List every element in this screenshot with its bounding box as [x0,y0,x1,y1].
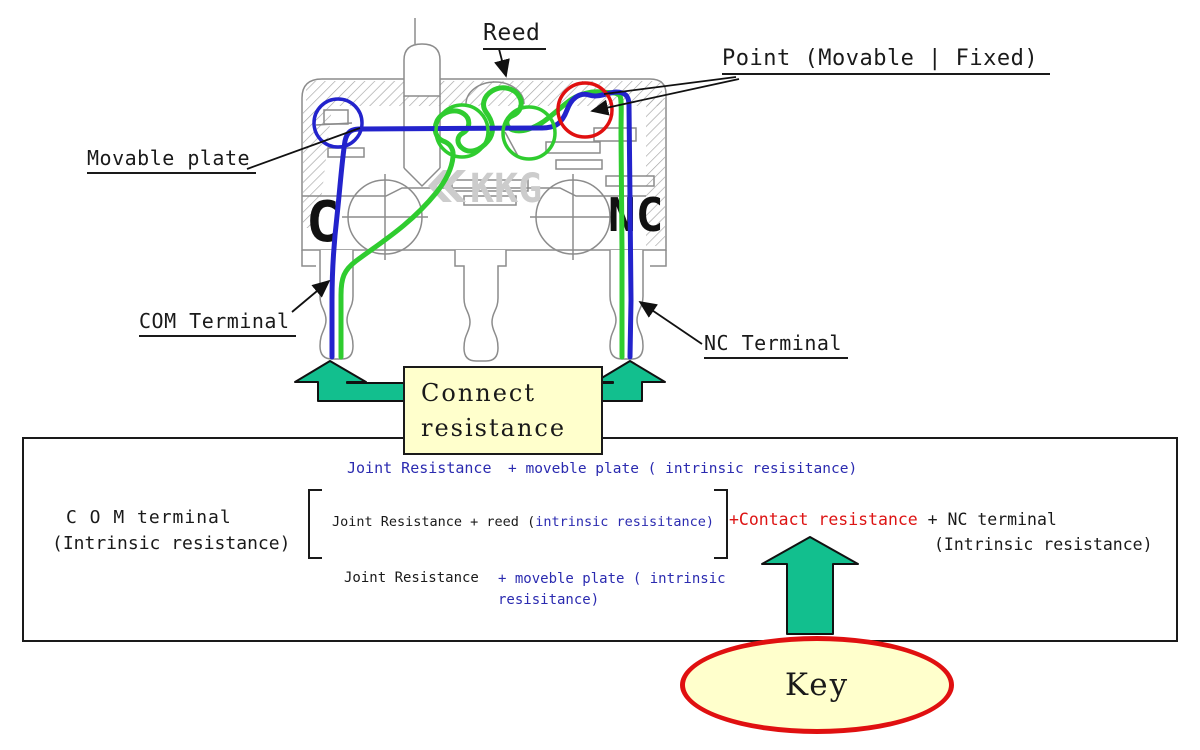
movable-plate-label: Movable plate [87,146,257,174]
center-terminal-pin [454,250,507,362]
formula-bottom-joint: Joint Resistance [344,570,479,586]
key-arrow-icon [761,536,859,635]
movable-plate-leader [246,127,361,170]
formula-com-intrinsic: (Intrinsic resistance) [52,533,291,554]
joint-circle-left [434,103,490,159]
reed-label: Reed [483,20,547,50]
formula-com-terminal: C O M terminal [66,507,232,528]
watermark-chevron-icon [442,170,466,202]
bracket-right [714,489,728,559]
formula-bottom-blue2: resisitance) [498,592,600,608]
com-terminal-label: COM Terminal [139,309,296,337]
left-connect-arrow-icon [294,360,406,402]
point-leader-movable [603,76,737,95]
bracket-left [308,489,322,559]
watermark-chevron-icon [428,170,452,202]
formula-nc-terminal: + NC terminal [917,510,1057,529]
formula-bracket-blue: intrinsic resisitance) [535,514,715,530]
leader-lines [246,48,740,345]
watermark: KKG [428,166,542,212]
plunger [403,43,441,97]
contact-point-circle [556,81,614,139]
connect-box-line1: Connect [421,378,537,407]
formula-bracket-term: Joint Resistance + reed (intrinsic resis… [332,515,714,530]
reed-leader [494,48,510,78]
nc-terminal-label: NC Terminal [704,331,848,359]
formula-top-joint: Joint Resistance [347,459,492,477]
formula-contact-term: +Contact resistance + NC terminal [729,510,1057,529]
formula-bracket-black: Joint Resistance + reed ( [332,514,536,530]
formula-bottom-blue1: + moveble plate ( intrinsic [498,571,726,587]
movable-plate-circle [312,97,364,149]
key-badge: Key [680,636,954,734]
connect-resistance-box: Connect resistance [403,366,603,455]
point-leader-fixed [590,78,740,116]
watermark-text: KKG [470,166,542,212]
formula-nc-intrinsic: (Intrinsic resistance) [934,535,1153,554]
key-label: Key [784,667,850,703]
nc-terminal-pin [609,250,644,360]
nc-terminal-leader [638,300,703,345]
point-label: Point (Movable | Fixed) [722,46,1051,75]
reed-part [465,81,525,105]
formula-top-rest: + moveble plate ( intrinsic resisitance) [508,461,858,477]
nc-marking: NC [608,188,663,242]
joint-circle-right [501,105,557,161]
formula-contact-red: +Contact resistance [729,510,918,529]
com-terminal-leader [291,279,331,313]
connect-box-line2: resistance [421,413,567,442]
